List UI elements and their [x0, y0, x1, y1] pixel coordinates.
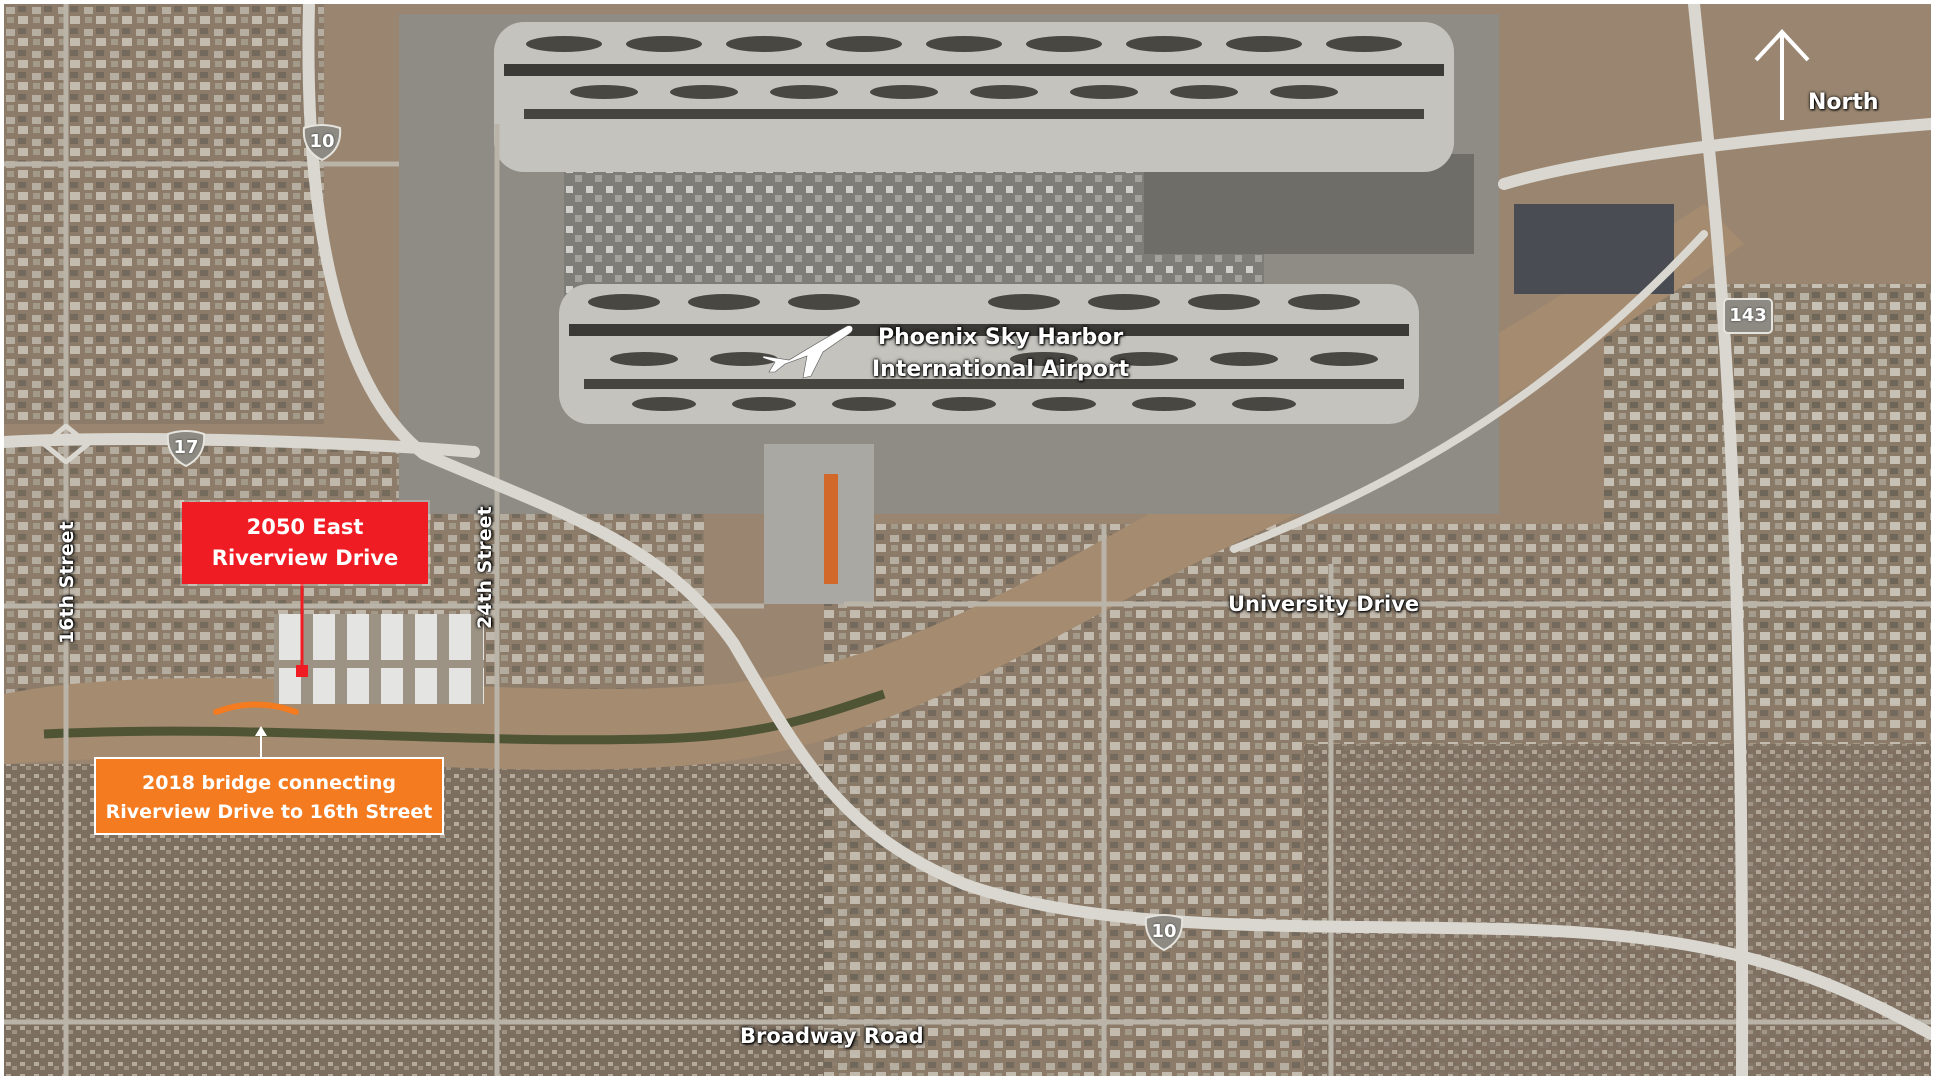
highway-shield-icon	[1723, 298, 1773, 334]
airport-label-line1: Phoenix Sky Harbor	[878, 325, 1124, 350]
street-label-16th: 16th Street	[56, 521, 78, 644]
highway-shield-icon	[166, 430, 206, 468]
airport-label: Phoenix Sky Harbor International Airport	[872, 322, 1129, 386]
interstate-10-shield-south: 10	[1142, 912, 1186, 952]
interstate-10-number: 10	[309, 131, 335, 152]
highway-shield-icon	[302, 124, 342, 162]
highway-shield-icon	[1144, 914, 1184, 952]
state-route-143-number: 143	[1729, 305, 1767, 326]
bridge-callout: 2018 bridge connecting Riverview Drive t…	[94, 757, 444, 835]
street-label-university: University Drive	[1228, 592, 1420, 616]
north-arrow-icon	[1754, 29, 1810, 120]
compass: North	[1752, 26, 1879, 126]
interstate-10-shield-north: 10	[300, 122, 344, 162]
interchange-diamond-icon	[42, 424, 90, 464]
state-route-143-shield: 143	[1722, 296, 1774, 336]
street-label-24th: 24th Street	[474, 506, 496, 629]
bridge-callout-line1: 2018 bridge connecting	[142, 772, 396, 794]
site-callout-line2: Riverview Drive	[211, 546, 399, 570]
map-imagery	[4, 4, 1931, 1076]
satellite-map[interactable]: Phoenix Sky Harbor International Airport…	[4, 4, 1931, 1076]
interstate-17-number: 17	[173, 437, 199, 458]
street-label-broadway: Broadway Road	[740, 1024, 924, 1048]
airport-label-line2: International Airport	[872, 357, 1130, 382]
site-callout-line1: 2050 East	[246, 515, 364, 539]
airplane-icon	[762, 325, 853, 379]
interstate-10-number-south: 10	[1151, 921, 1177, 942]
north-label: North	[1808, 90, 1879, 115]
interstate-17-shield: 17	[164, 428, 208, 468]
bridge-callout-line2: Riverview Drive to 16th Street	[105, 801, 433, 823]
site-callout: 2050 East Riverview Drive	[182, 502, 428, 584]
